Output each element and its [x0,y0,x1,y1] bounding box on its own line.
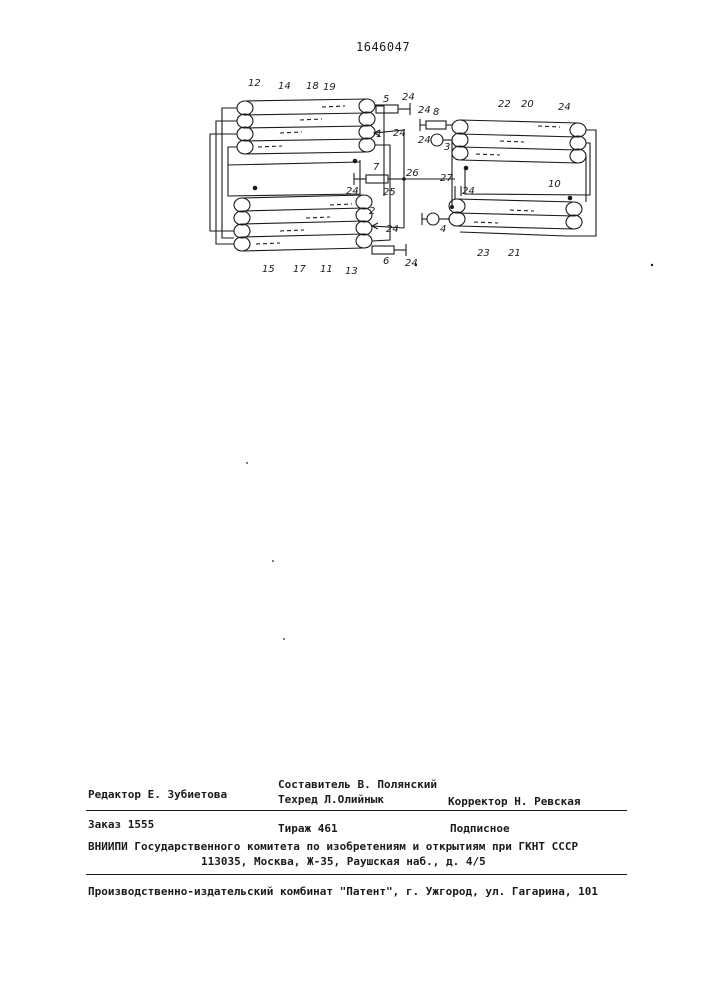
techred-line: Техред Л.Олийнык [278,793,384,806]
divider [86,874,627,875]
divider [86,810,627,811]
order-line: Заказ 1555 [88,818,154,831]
corrector-line: Корректор Н. Ревская [448,795,580,808]
editor-line: Редактор Е. Зубиетова [88,788,227,801]
institute-line: ВНИИПИ Государственного комитета по изоб… [88,840,578,853]
compiler-line: Составитель В. Полянский [278,778,437,791]
circulation-line: Тираж 461 [278,822,338,835]
subscription-line: Подписное [450,822,510,835]
address-line: 113035, Москва, Ж-35, Раушская наб., д. … [201,855,486,868]
publisher-line: Производственно-издательский комбинат "П… [88,885,598,898]
